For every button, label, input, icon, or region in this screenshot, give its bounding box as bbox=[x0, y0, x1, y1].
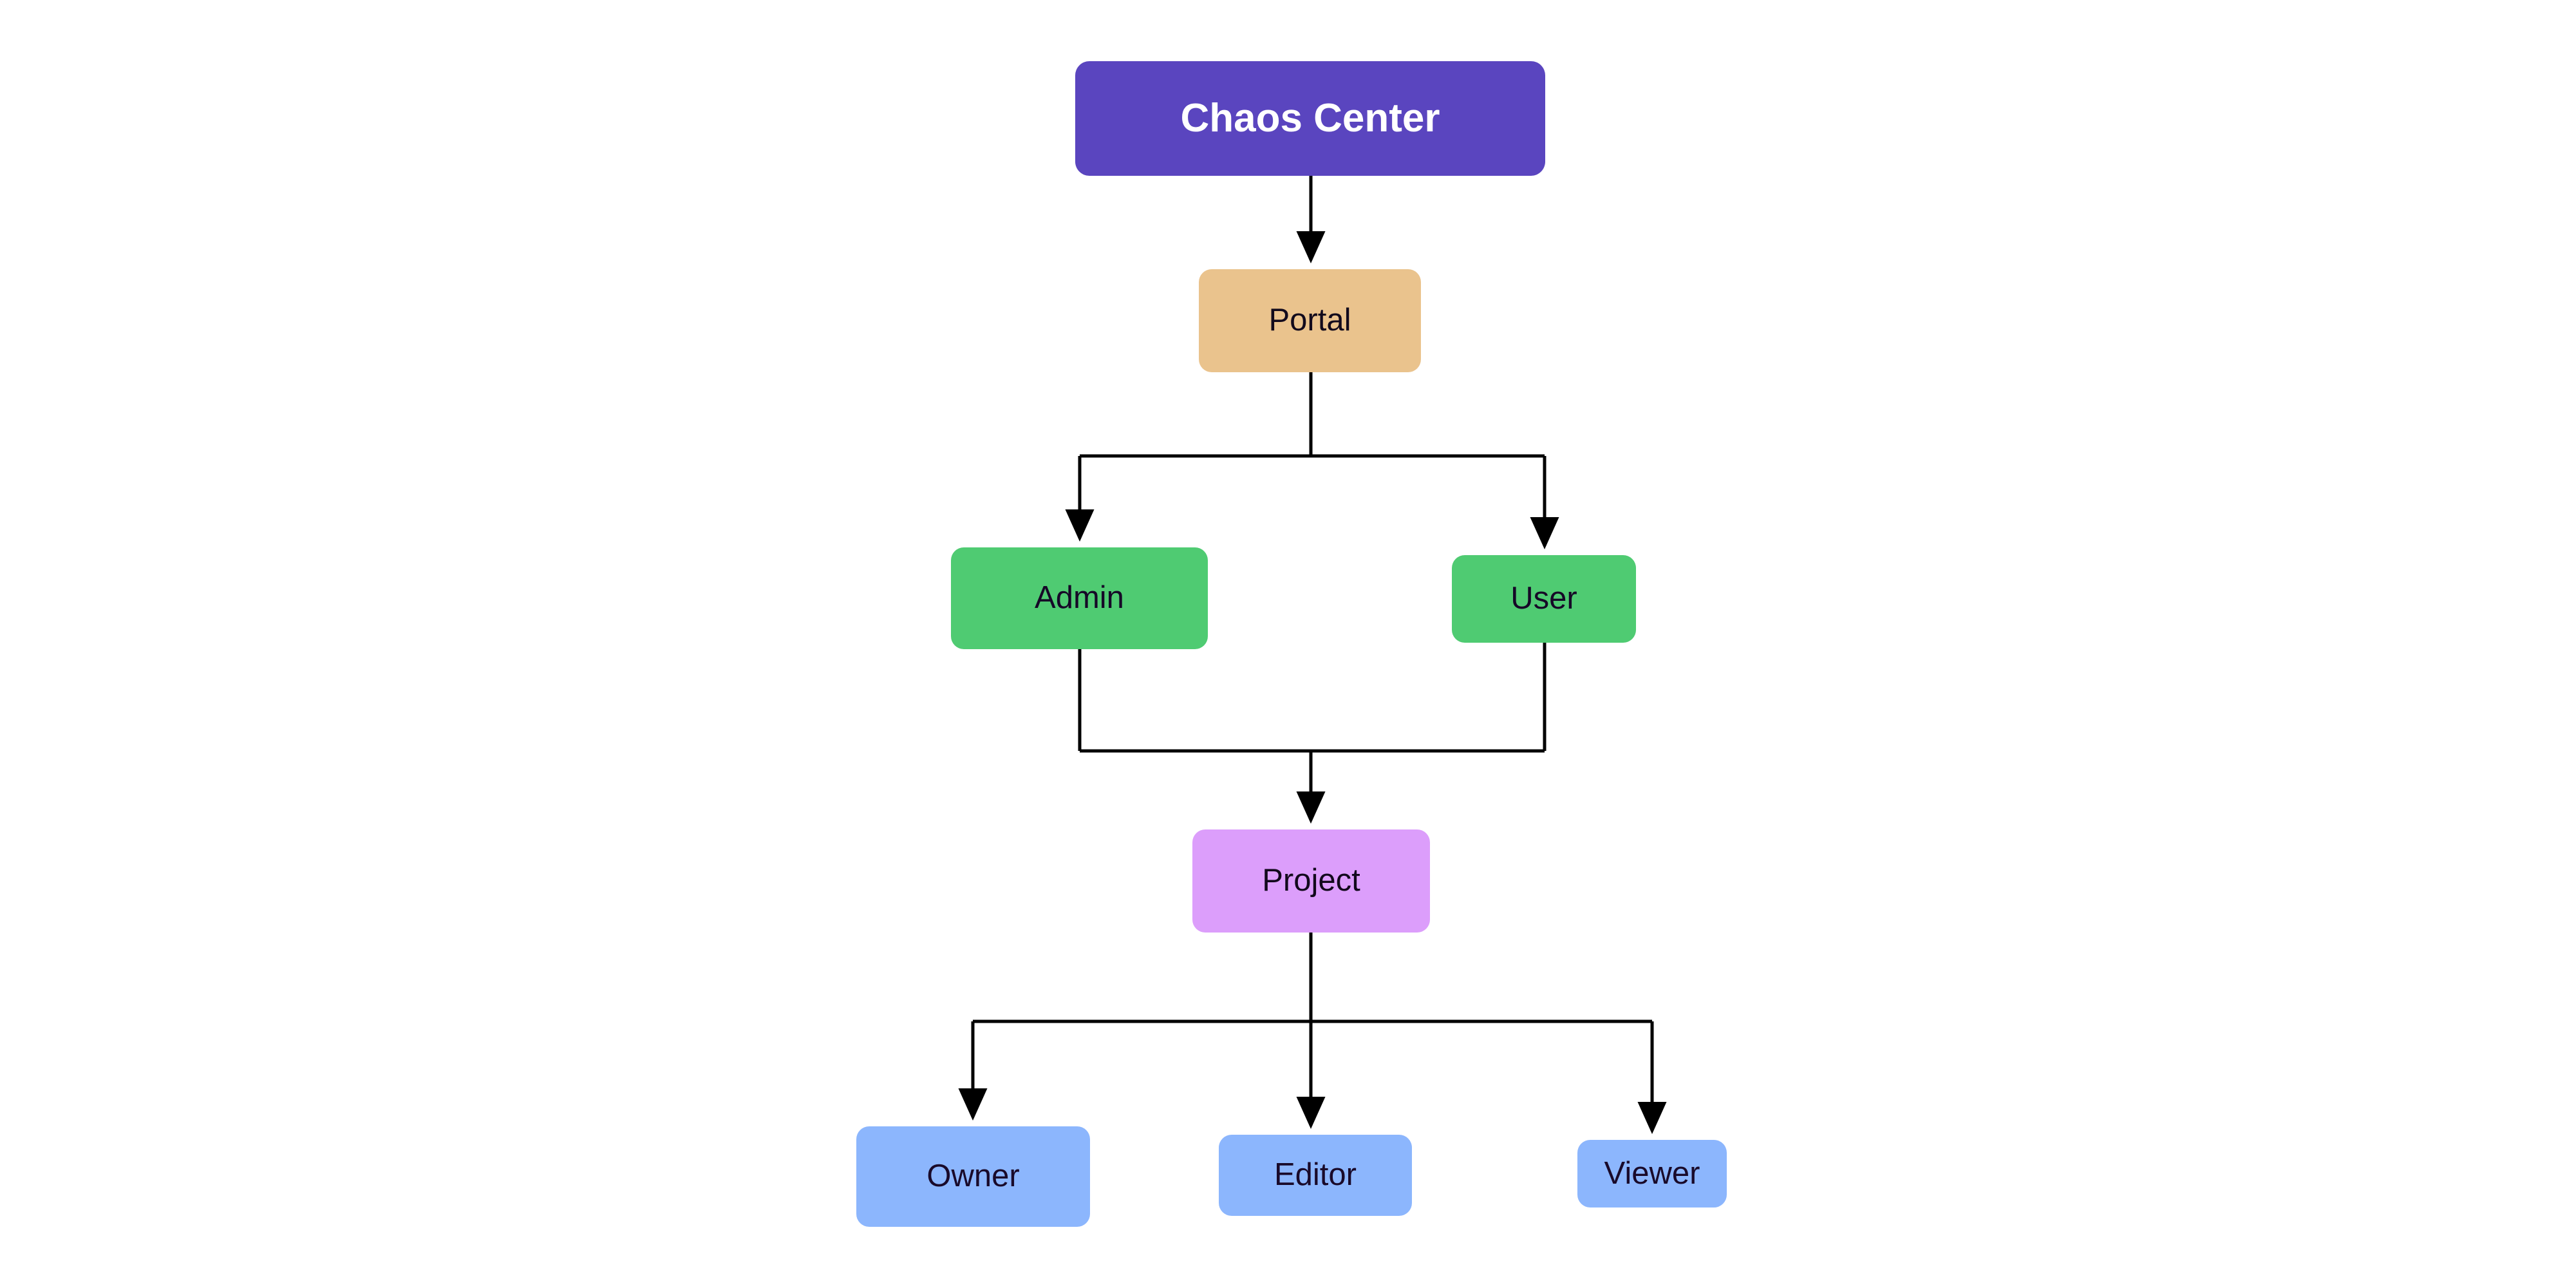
node-project[interactable]: Project bbox=[1192, 829, 1430, 933]
node-admin[interactable]: Admin bbox=[951, 547, 1208, 649]
node-editor-label: Editor bbox=[1274, 1157, 1357, 1193]
edge-admin-user-to-project bbox=[1078, 642, 1547, 824]
node-viewer[interactable]: Viewer bbox=[1577, 1140, 1727, 1208]
node-portal-label: Portal bbox=[1268, 303, 1351, 338]
edge-portal-to-admin-user bbox=[1065, 372, 1559, 549]
node-user[interactable]: User bbox=[1452, 555, 1636, 643]
node-owner[interactable]: Owner bbox=[856, 1126, 1090, 1227]
node-chaos-center[interactable]: Chaos Center bbox=[1075, 61, 1545, 176]
node-owner-label: Owner bbox=[926, 1159, 1020, 1194]
node-editor[interactable]: Editor bbox=[1219, 1135, 1412, 1216]
node-chaos-center-label: Chaos Center bbox=[1180, 95, 1440, 140]
node-user-label: User bbox=[1510, 581, 1577, 616]
node-project-label: Project bbox=[1262, 863, 1360, 898]
node-admin-label: Admin bbox=[1035, 580, 1124, 616]
node-viewer-label: Viewer bbox=[1604, 1155, 1700, 1191]
node-portal[interactable]: Portal bbox=[1199, 269, 1421, 372]
edge-project-to-roles bbox=[958, 933, 1667, 1134]
